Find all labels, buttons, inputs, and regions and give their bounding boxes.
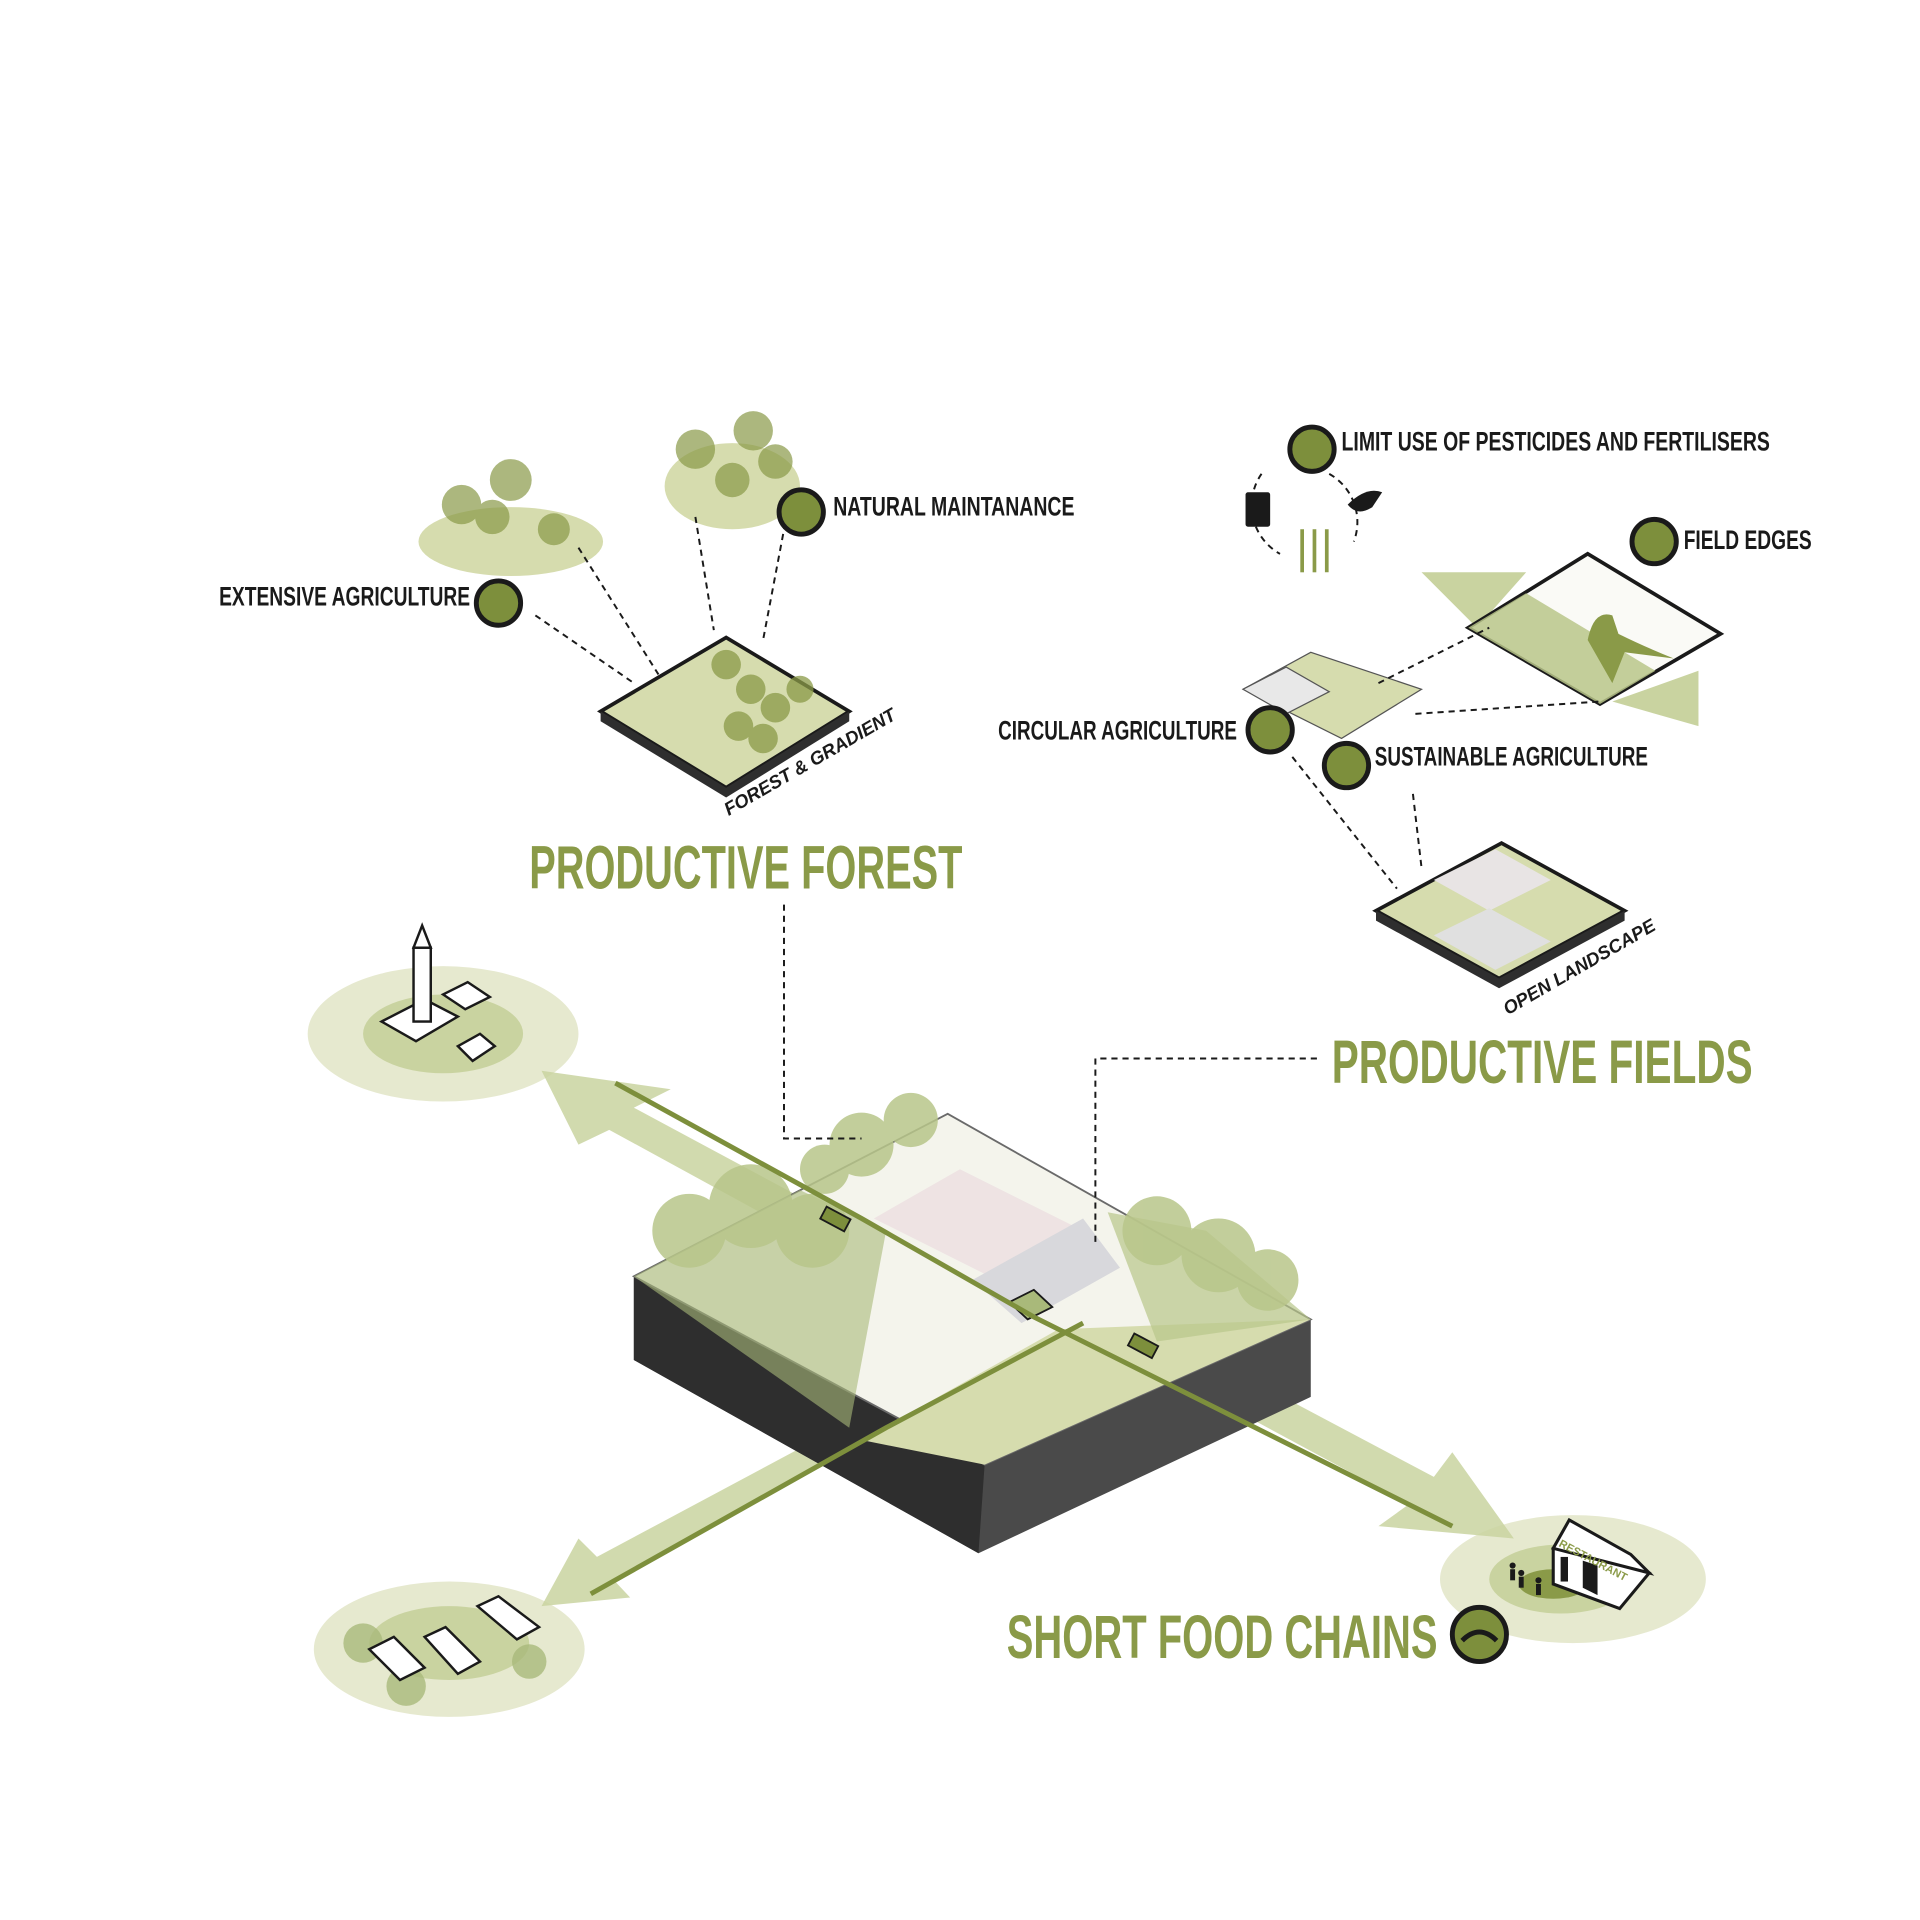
cow-icon <box>776 487 826 537</box>
label-text: FIELD EDGES <box>1684 524 1812 555</box>
extensive-agriculture-vignette <box>418 459 604 576</box>
limit-pesticides-label: LIMIT USE OF PESTICIDES AND FERTILISERS <box>1287 424 1770 474</box>
short-food-chains-title: SHORT FOOD CHAINS <box>1007 1603 1438 1672</box>
label-text: LIMIT USE OF PESTICIDES AND FERTILISERS <box>1342 425 1770 456</box>
jerrycan-icon <box>1245 492 1271 527</box>
label-text: NATURAL MAINTANANCE <box>833 491 1074 522</box>
label-text: SUSTAINABLE AGRICULTURE <box>1375 741 1648 772</box>
extensive-agriculture-label: EXTENSIVE AGRICULTURE <box>219 578 524 628</box>
bee-icon <box>1287 424 1337 474</box>
label-text: CIRCULAR AGRICULTURE <box>998 715 1237 746</box>
main-landscape-block <box>589 1080 1454 1596</box>
restaurant-settlement: RESTAURANT <box>1440 1515 1706 1644</box>
tractor-tree-icon <box>1629 516 1679 567</box>
village-church-settlement <box>307 922 579 1102</box>
bird-icon <box>1587 614 1674 684</box>
label-text: EXTENSIVE AGRICULTURE <box>219 581 470 612</box>
circular-agriculture-label: CIRCULAR AGRICULTURE <box>998 705 1295 755</box>
open-landscape-block: OPEN LANDSCAPE <box>1372 840 1659 1019</box>
leaf-icon <box>473 578 524 628</box>
natural-maintenance-vignette <box>664 411 800 530</box>
natural-maintenance-label: NATURAL MAINTANANCE <box>776 487 1074 537</box>
field-edges-block <box>1421 551 1725 727</box>
field-edges-label: FIELD EDGES <box>1629 516 1812 567</box>
pesticide-cycle <box>1245 472 1383 573</box>
exchange-arrows-icon <box>1449 1604 1509 1664</box>
forest-gradient-block: FOREST & GRADIENT <box>597 635 901 819</box>
productive-fields-title: PRODUCTIVE FIELDS <box>1332 1028 1753 1097</box>
housing-settlement <box>313 1581 585 1717</box>
leaf-icon <box>1321 740 1372 791</box>
recycle-icon <box>1245 705 1295 755</box>
productive-forest-title: PRODUCTIVE FOREST <box>529 834 962 903</box>
fish-icon <box>1347 490 1383 512</box>
wheat-icon <box>1300 529 1329 573</box>
sustainable-agriculture-label: SUSTAINABLE AGRICULTURE <box>1321 740 1648 791</box>
